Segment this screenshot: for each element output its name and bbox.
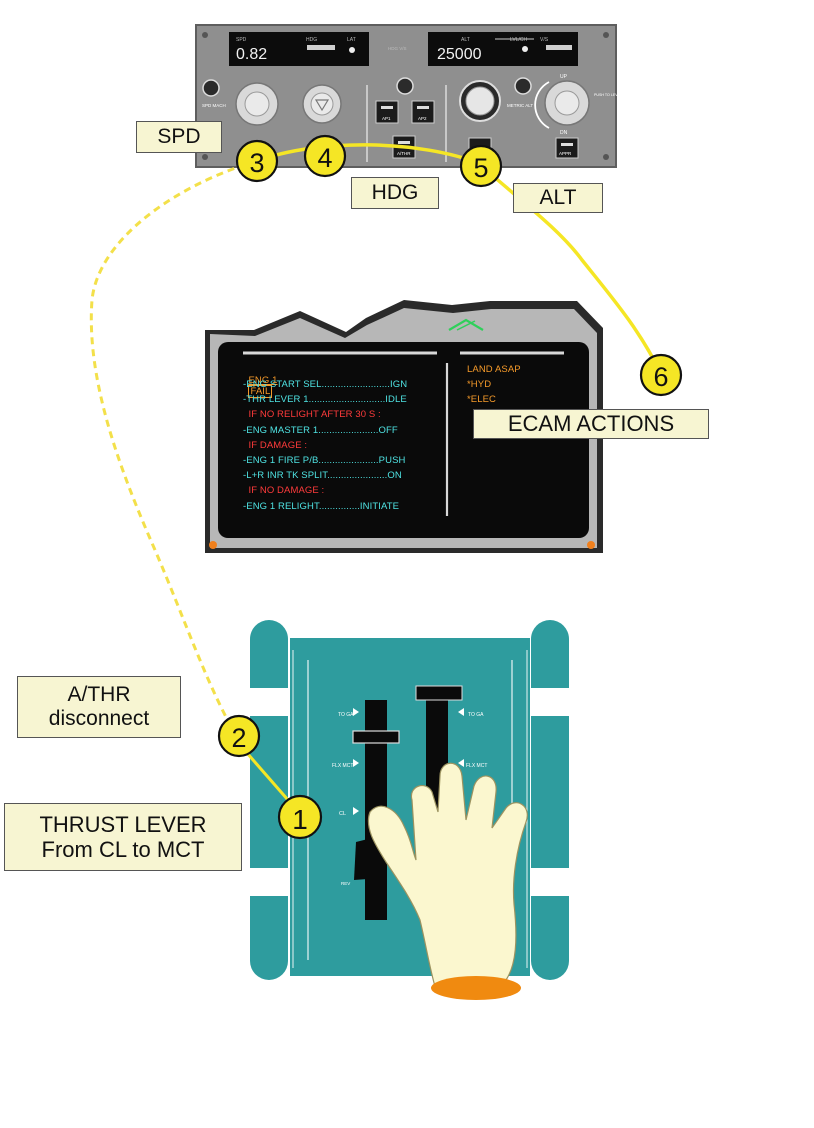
fcu-vs-label: V/S (540, 37, 549, 43)
ecam-action-line: -THR LEVER 1............................… (243, 394, 407, 406)
step-4-marker: 4 (303, 134, 347, 178)
quadrant-toga-left: TO GA (338, 712, 354, 718)
hand-illustration (367, 762, 528, 1000)
ecam-action-line: IF NO RELIGHT AFTER 30 S : (243, 409, 381, 421)
athr-disconnect-line1: A/THR (67, 682, 131, 706)
ecam-actions-callout: ECAM ACTIONS (473, 409, 709, 439)
quadrant-rev-left: REV (341, 881, 350, 886)
ecam-action-line: -L+R INR TK SPLIT......................O… (243, 470, 402, 482)
step-3-number: 3 (249, 148, 264, 178)
fcu-up-label: UP (560, 74, 568, 80)
fcu-lat-label: LAT (347, 37, 356, 43)
fcu-spd-display (229, 32, 369, 66)
ecam-title-fail: FAIL (248, 385, 273, 398)
fcu-pushlevel-label: PUSH TO LEVEL OFF (594, 93, 631, 97)
fcu-metricalt-label: METRIC ALT (507, 103, 533, 108)
fcu-lvlch-label: LVL/CH (510, 37, 528, 43)
fcu-hdg-label: HDG (306, 37, 317, 43)
alt-callout: ALT (513, 183, 603, 213)
dashed-connector-line (89, 159, 258, 733)
ecam-action-line: -ENG START SEL.........................I… (243, 379, 408, 390)
spd-mach-button[interactable] (202, 79, 220, 97)
athr-disconnect-callout: A/THR disconnect (17, 676, 181, 738)
ecam-action-line: -ENG 1 FIRE P/B......................PUS… (243, 455, 406, 466)
thrust-lever-line1: THRUST LEVER (39, 811, 207, 837)
ecam-title: ENG 1 FAIL (243, 364, 278, 398)
ecam-action-line: -ENG 1 RELIGHT...............INITIATE (243, 500, 400, 512)
quadrant-toga-right: TO GA (468, 712, 484, 718)
step-2-number: 2 (231, 723, 246, 753)
spd-callout: SPD (136, 121, 222, 153)
solid-connector-2-1 (238, 744, 297, 809)
step-6-marker: 6 (639, 353, 683, 397)
hdg-callout: HDG (351, 177, 439, 209)
ecam-title-eng: ENG 1 (248, 375, 278, 386)
step-6-number: 6 (653, 362, 668, 392)
ecam-status-line: LAND ASAP (467, 364, 521, 375)
ecam-display (205, 300, 603, 553)
fcu-spd-label: SPD (236, 37, 247, 43)
fcu-spd-value: 0.82 (236, 46, 267, 63)
hdgvs-trkfpa-button[interactable] (396, 77, 414, 95)
step-1-marker: 1 (277, 794, 323, 840)
thrust-quadrant: TO GA TO GA FLX MCT FLX MCT CL REV (248, 620, 571, 1000)
fcu-hdgvs-label: HDG V/S (388, 46, 407, 51)
fcu-dn-label: DN (560, 130, 568, 136)
step-5-marker: 5 (459, 144, 503, 188)
fcu-ap2-label: AP2 (418, 116, 427, 121)
ecam-action-line: IF DAMAGE : (243, 439, 308, 451)
fcu-alt-value: 25000 (437, 46, 482, 63)
step-5-number: 5 (473, 153, 488, 183)
ecam-action-line: IF NO DAMAGE : (243, 485, 325, 497)
metric-alt-button[interactable] (514, 77, 532, 95)
fcu-alt-label: ALT (461, 37, 470, 43)
solid-connector-3-5 (256, 143, 482, 166)
fcu-spdmach-label: SPD MACH (202, 103, 226, 108)
fcu-panel: SPD HDG LAT HDG V/S ALT LVL/CH V/S 0.82 … (195, 24, 631, 168)
fcu-athr-label: A/THR (397, 151, 411, 156)
thrust-lever-line2: From CL to MCT (41, 837, 205, 862)
athr-disconnect-line2: disconnect (48, 707, 150, 730)
fcu-ap1-label: AP1 (382, 116, 391, 121)
step-1-number: 1 (292, 804, 308, 835)
thrust-lever-callout: THRUST LEVER From CL to MCT (4, 803, 242, 871)
quadrant-flx-right: FLX MCT (466, 763, 487, 769)
fcu-appr-label: APPR (559, 151, 572, 156)
ecam-action-line: -ENG MASTER 1......................OFF (243, 424, 398, 436)
ecam-status-line: *ELEC (467, 394, 497, 406)
quadrant-flx-left: FLX MCT (332, 763, 353, 769)
step-2-marker: 2 (217, 714, 261, 758)
quadrant-cl-left: CL (339, 811, 346, 817)
step-4-number: 4 (317, 143, 332, 173)
step-3-marker: 3 (235, 139, 279, 183)
ecam-status-line: *HYD (467, 379, 492, 391)
